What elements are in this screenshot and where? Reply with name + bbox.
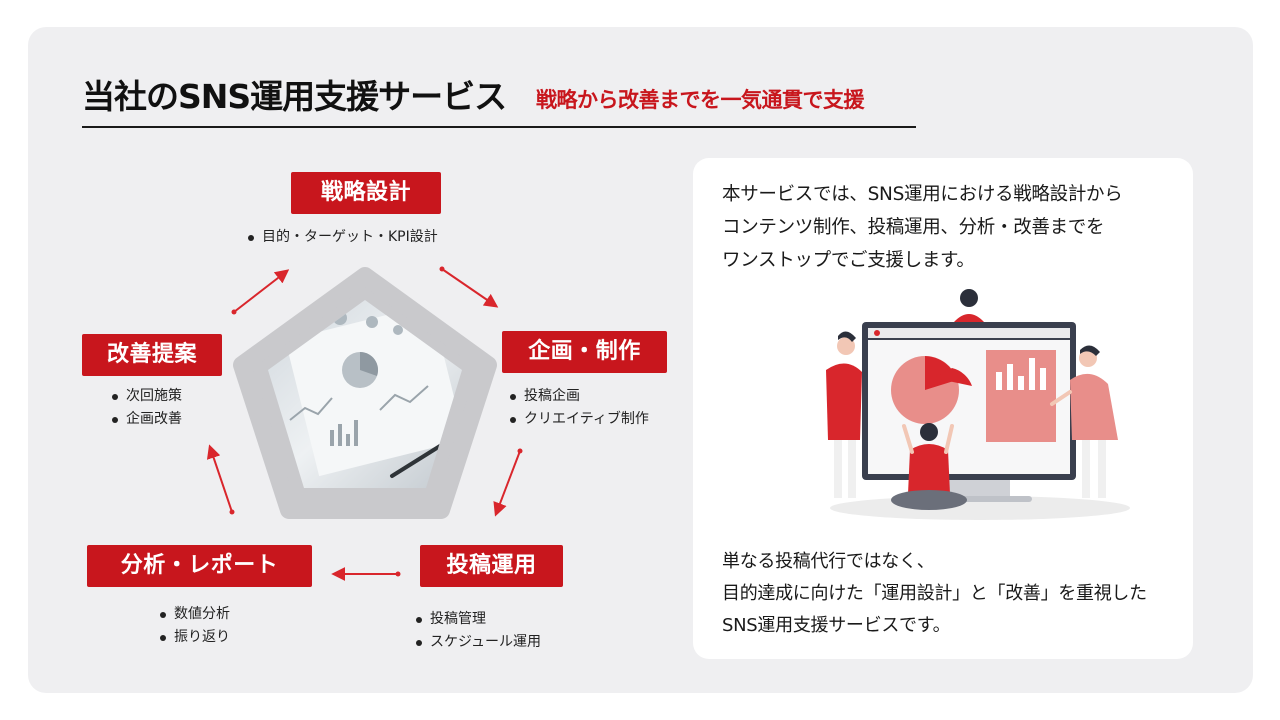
list-item: 数値分析	[158, 603, 230, 626]
step-strategy-label: 戦略設計	[291, 172, 441, 214]
list-item: 企画改善	[110, 408, 182, 431]
arrow-improve-to-strategy	[233, 269, 290, 313]
arrow-strategy-to-planning	[441, 268, 499, 308]
step-analysis-label: 分析・レポート	[87, 545, 312, 587]
step-planning-items: 投稿企画 クリエイティブ制作	[508, 385, 649, 431]
title-divider	[82, 126, 916, 128]
step-improve-items: 次回施策 企画改善	[110, 385, 182, 431]
page-title: 当社のSNS運用支援サービス	[82, 77, 507, 116]
list-item: 投稿企画	[508, 385, 649, 408]
step-improve-label: 改善提案	[82, 334, 222, 376]
step-planning-label: 企画・制作	[502, 331, 667, 373]
step-analysis-items: 数値分析 振り返り	[158, 603, 230, 649]
list-item: クリエイティブ制作	[508, 408, 649, 431]
step-strategy-items: 目的・ターゲット・KPI設計	[246, 226, 438, 249]
page-subtitle: 戦略から改善までを一気通貫で支援	[536, 88, 865, 112]
list-item: 次回施策	[110, 385, 182, 408]
card-summary-text: 単なる投稿代行ではなく、 目的達成に向けた「運用設計」と「改善」を重視した SN…	[722, 551, 1147, 636]
arrow-analysis-to-improve	[206, 444, 233, 513]
card-intro-text: 本サービスでは、SNS運用における戦略設計から コンテンツ制作、投稿運用、分析・…	[722, 184, 1123, 271]
cycle-arrows	[206, 266, 523, 581]
pentagon-photo	[233, 267, 497, 519]
arrow-planning-to-posting	[493, 450, 521, 517]
step-posting-label: 投稿運用	[420, 545, 563, 587]
list-item: 振り返り	[158, 626, 230, 649]
list-item: 目的・ターゲット・KPI設計	[246, 226, 438, 249]
list-item: スケジュール運用	[414, 631, 541, 654]
list-item: 投稿管理	[414, 608, 541, 631]
step-posting-items: 投稿管理 スケジュール運用	[414, 608, 541, 654]
